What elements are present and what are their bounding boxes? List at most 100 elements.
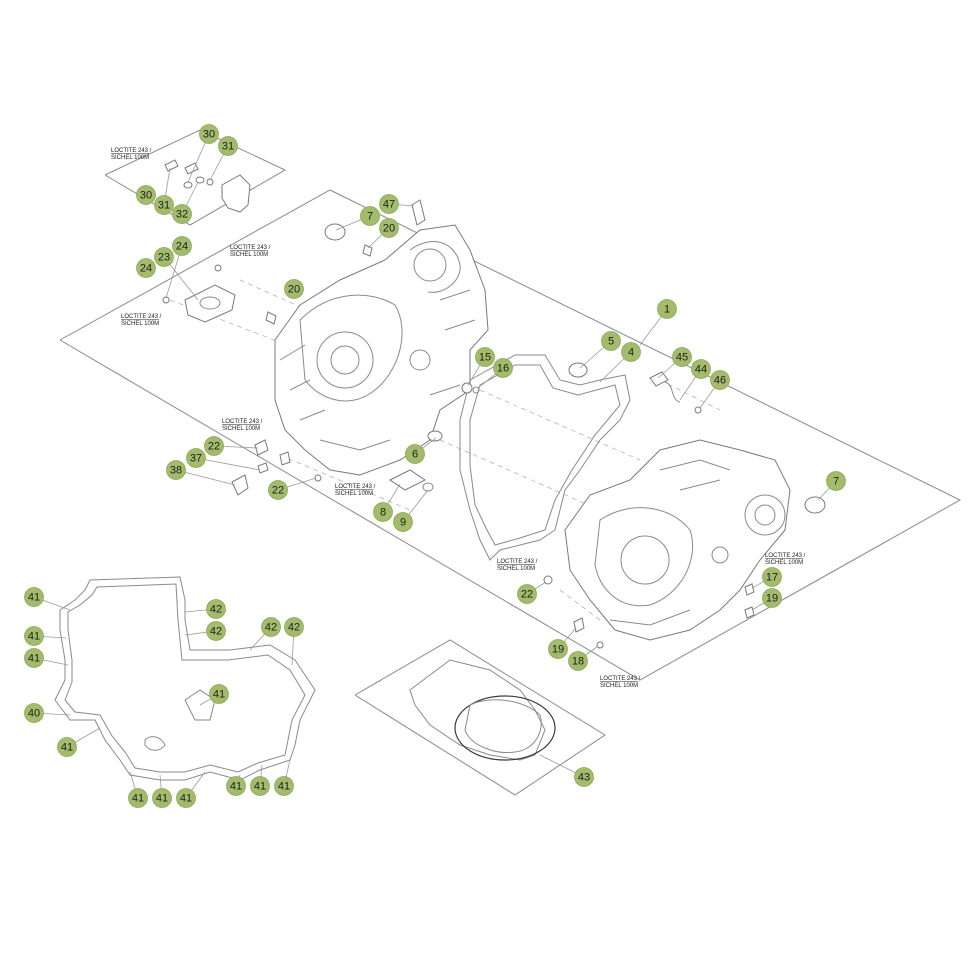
callout-number: 41 (213, 689, 225, 701)
callout-number: 41 (28, 653, 40, 665)
note-line-2: SICHEL 100M (230, 252, 268, 258)
callout-6: 6 (405, 444, 425, 464)
note-line-1: LOCTITE 243 / (765, 553, 806, 559)
callout-circle (176, 788, 196, 808)
callout-number: 15 (479, 352, 491, 364)
note-line-2: SICHEL 100M (121, 321, 159, 327)
callout-circle (373, 502, 393, 522)
callout-circle (128, 788, 148, 808)
left-crankcase-half (274, 224, 489, 476)
callout-15: 15 (475, 347, 495, 367)
callout-5: 5 (601, 331, 621, 351)
callout-circle (24, 587, 44, 607)
callout-circle (172, 204, 192, 224)
callout-number: 42 (265, 622, 277, 634)
callout-number: 41 (28, 631, 40, 643)
callout-24: 24 (172, 236, 192, 256)
bracket-parts (164, 159, 251, 213)
callout-circle (154, 195, 174, 215)
callout-number: 8 (380, 507, 386, 519)
note-line-1: LOCTITE 243 / (222, 419, 263, 425)
callout-42: 42 (206, 599, 226, 619)
callout-41: 41 (250, 776, 270, 796)
loctite-note: LOCTITE 243 /SICHEL 100M (497, 559, 538, 572)
callout-20: 20 (284, 279, 304, 299)
callout-circle (136, 258, 156, 278)
callout-number: 22 (208, 441, 220, 453)
callout-number: 20 (383, 223, 395, 235)
callout-number: 24 (176, 241, 188, 253)
callout-31: 31 (154, 195, 174, 215)
callout-layer: 3031303132242324747202015415164544462237… (24, 124, 846, 808)
callout-number: 43 (578, 772, 590, 784)
callout-40: 40 (24, 703, 44, 723)
callout-number: 9 (400, 517, 406, 529)
callout-circle (657, 299, 677, 319)
callout-number: 45 (676, 352, 688, 364)
callout-41: 41 (128, 788, 148, 808)
callout-circle (475, 347, 495, 367)
callout-circle (154, 247, 174, 267)
callout-circle (284, 279, 304, 299)
callout-41: 41 (24, 626, 44, 646)
callout-circle (360, 206, 380, 226)
callout-number: 38 (170, 465, 182, 477)
note-line-2: SICHEL 100M (600, 683, 638, 689)
callout-37: 37 (186, 448, 206, 468)
callout-circle (24, 648, 44, 668)
callout-circle (691, 359, 711, 379)
callout-number: 44 (695, 364, 707, 376)
callout-circle (493, 358, 513, 378)
callout-circle (601, 331, 621, 351)
callout-number: 37 (190, 453, 202, 465)
callout-41: 41 (176, 788, 196, 808)
callout-number: 16 (497, 363, 509, 375)
small-parts (231, 199, 826, 649)
callout-circle (284, 617, 304, 637)
callout-number: 4 (628, 347, 634, 359)
callout-41: 41 (226, 776, 246, 796)
callout-circle (393, 512, 413, 532)
callout-16: 16 (493, 358, 513, 378)
callout-number: 41 (132, 793, 144, 805)
callout-circle (568, 651, 588, 671)
note-line-1: LOCTITE 243 / (111, 148, 152, 154)
callout-circle (24, 626, 44, 646)
callout-41: 41 (24, 587, 44, 607)
callout-number: 30 (140, 190, 152, 202)
callout-circle (405, 444, 425, 464)
callout-number: 40 (28, 708, 40, 720)
callout-circle (274, 776, 294, 796)
loctite-note: LOCTITE 243 /SICHEL 100M (335, 484, 376, 497)
callout-4: 4 (621, 342, 641, 362)
loctite-note: LOCTITE 243 /SICHEL 100M (230, 245, 271, 258)
callout-30: 30 (136, 185, 156, 205)
callout-number: 23 (158, 252, 170, 264)
callout-number: 30 (203, 129, 215, 141)
callout-circle (152, 788, 172, 808)
callout-41: 41 (274, 776, 294, 796)
callout-number: 20 (288, 284, 300, 296)
callout-23: 23 (154, 247, 174, 267)
callout-circle (672, 347, 692, 367)
callout-circle (548, 639, 568, 659)
callout-circle (574, 767, 594, 787)
callout-1: 1 (657, 299, 677, 319)
loctite-note: LOCTITE 243 /SICHEL 100M (121, 314, 162, 327)
callout-circle (136, 185, 156, 205)
callout-circle (250, 776, 270, 796)
callout-number: 41 (254, 781, 266, 793)
callout-19: 19 (762, 588, 782, 608)
callout-32: 32 (172, 204, 192, 224)
callout-7: 7 (360, 206, 380, 226)
callout-circle (621, 342, 641, 362)
callout-number: 41 (28, 592, 40, 604)
loctite-note: LOCTITE 243 /SICHEL 100M (222, 419, 263, 432)
callout-number: 31 (222, 141, 234, 153)
note-line-2: SICHEL 100M (497, 566, 535, 572)
callout-41: 41 (57, 737, 77, 757)
callout-circle (762, 567, 782, 587)
callout-circle (268, 480, 288, 500)
callout-circle (261, 617, 281, 637)
note-line-2: SICHEL 100M (335, 491, 373, 497)
